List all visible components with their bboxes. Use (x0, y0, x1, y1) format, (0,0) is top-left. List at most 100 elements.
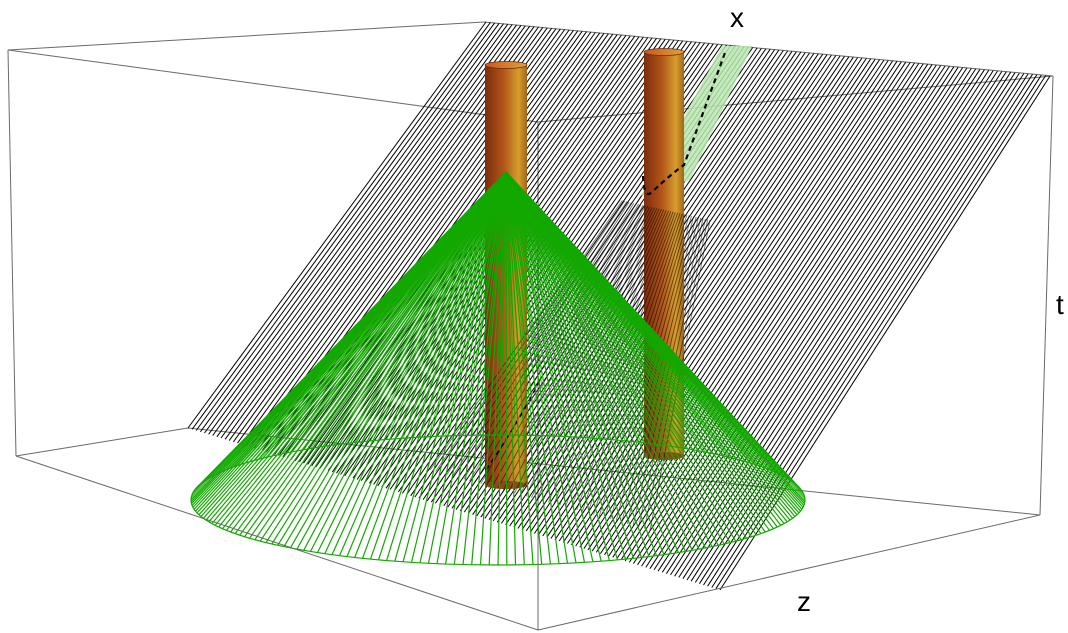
green-cone-ray (296, 171, 507, 452)
black-ray-overlay-line (525, 208, 660, 497)
green-cone-ray (411, 171, 507, 438)
green-cone-ray (505, 171, 806, 499)
black-ray-line (558, 59, 880, 542)
green-cone-ray (505, 171, 525, 565)
green-cone-ray (303, 171, 507, 450)
black-ray-line (575, 61, 898, 547)
black-ray-line (608, 64, 933, 557)
green-cone-ray (505, 171, 594, 562)
black-ray-line (624, 66, 950, 562)
green-cone-ray (488, 171, 507, 436)
black-ray-line (595, 63, 920, 553)
green-cone-ray (505, 171, 508, 436)
axis-label-x: x (730, 2, 744, 33)
black-ray-line (476, 51, 793, 517)
black-ray-line (690, 72, 1020, 582)
green-cone-ray (505, 171, 551, 565)
green-cone-ray (354, 171, 507, 443)
green-cone-ray (471, 171, 507, 565)
black-ray-line (665, 70, 994, 574)
green-cone-ray (505, 171, 543, 436)
black-ray-line (698, 73, 1029, 584)
green-cone-ray (471, 171, 507, 436)
black-ray-line (670, 70, 998, 576)
green-cone-ray (289, 171, 507, 549)
green-cone-ray (505, 171, 713, 454)
black-ray-line (204, 23, 504, 434)
black-ray-line (604, 64, 929, 556)
black-ray-overlay-line (536, 209, 665, 500)
green-cone-ray (361, 171, 507, 559)
black-ray-line (562, 59, 885, 543)
green-light-cone (190, 171, 806, 566)
green-cone-ray (505, 171, 737, 460)
black-ray-overlay-line (508, 206, 653, 492)
green-cone-ray (505, 171, 626, 442)
green-cone-ray (462, 171, 507, 565)
green-cone-ray (386, 171, 507, 440)
green-cone-ray (505, 171, 657, 445)
green-cone-ray (402, 171, 507, 439)
black-ray-line (587, 62, 911, 551)
black-ray-line (187, 21, 487, 429)
green-cone-ray (497, 171, 507, 436)
green-cone-ray (259, 171, 507, 460)
green-cone-ray (331, 171, 507, 446)
black-ray-line (571, 60, 894, 546)
green-cone-ray (271, 171, 507, 457)
green-cone-ray (505, 171, 707, 453)
black-ray-line (649, 68, 977, 569)
black-ray-overlay-line (632, 218, 704, 526)
green-cone-ray (265, 171, 507, 543)
green-cone-ray (370, 171, 507, 442)
black-ray-line (554, 59, 876, 541)
green-cone-ray (505, 171, 577, 438)
green-cone-ray (505, 171, 525, 436)
black-ray-line (278, 30, 583, 456)
black-ray-line (583, 61, 907, 549)
dashed-caustic-curve (641, 49, 728, 196)
green-cone-base (190, 434, 806, 566)
green-cone-ray (505, 171, 534, 436)
black-ray-line (661, 69, 990, 573)
green-cone-ray (310, 171, 507, 449)
green-cone-ray (394, 171, 507, 439)
green-cone-ray (277, 171, 507, 456)
green-cone-ray (505, 171, 627, 560)
green-cone-ray (505, 171, 650, 444)
green-cone-ray (283, 171, 507, 454)
black-ray-overlay-line (564, 212, 676, 508)
green-cone-ray (254, 171, 507, 461)
green-cone-ray (505, 171, 665, 446)
green-cone-ray (309, 171, 507, 552)
black-ray-line (641, 67, 968, 567)
black-ray-line (232, 26, 535, 443)
green-cone-ray (419, 171, 507, 564)
green-cone-ray (505, 171, 569, 564)
black-ray-line (719, 75, 1051, 591)
black-ray-line (224, 25, 526, 440)
black-ray-overlay-line (497, 205, 649, 489)
axis-label-z: z (797, 586, 811, 617)
green-cone-ray (505, 171, 719, 546)
green-cone-ray (378, 171, 507, 441)
black-ray-line (212, 24, 513, 436)
black-ray-line (220, 25, 522, 439)
green-cone-ray (410, 171, 507, 563)
green-cone-ray (505, 171, 679, 448)
green-cone-ray (317, 171, 507, 448)
green-cone-ray (505, 171, 634, 442)
green-cone-ray (505, 171, 602, 562)
green-cone-ray (462, 171, 507, 436)
dashed-caustic-curve-lower (485, 379, 541, 471)
black-ray-line (620, 65, 946, 561)
black-ray-overlay-line (587, 214, 686, 514)
green-cone-ray (505, 171, 700, 550)
green-cone-ray (339, 171, 507, 445)
green-cone-ray (505, 171, 543, 565)
green-cone-ray (436, 171, 507, 564)
black-ray-overlay-line (559, 211, 674, 506)
green-cone-ray (436, 171, 507, 437)
green-cone-ray (505, 171, 742, 461)
